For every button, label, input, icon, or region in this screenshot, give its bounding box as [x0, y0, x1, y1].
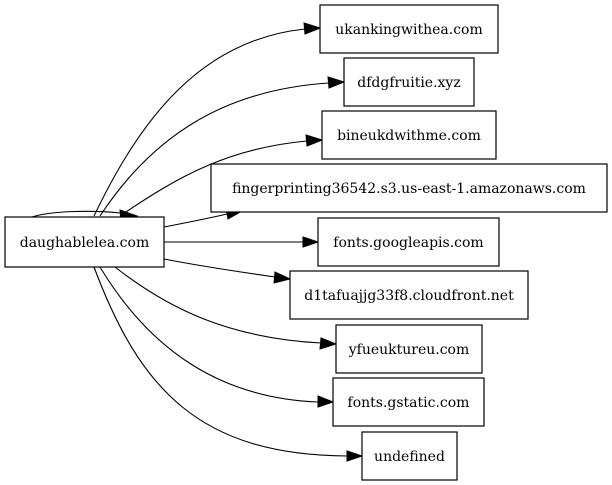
- edge-to-ukankingwithea-arrowhead: [303, 22, 322, 35]
- node-fingerprinting[interactable]: fingerprinting36542.s3.us-east-1.amazona…: [210, 163, 608, 213]
- edge-self-loop: [31, 210, 121, 218]
- edge-to-ukankingwithea: [93, 28, 306, 217]
- node-daughablelea[interactable]: daughablelea.com: [4, 216, 165, 268]
- node-label: fingerprinting36542.s3.us-east-1.amazona…: [232, 181, 586, 197]
- edge-to-fingerprinting: [163, 213, 228, 228]
- node-label: ukankingwithea.com: [335, 22, 483, 38]
- node-label: fonts.googleapis.com: [333, 235, 483, 251]
- edge-to-yfueuktureu-arrowhead: [319, 337, 338, 350]
- edge-to-undefined-arrowhead: [346, 450, 364, 462]
- node-bineukdwithme[interactable]: bineukdwithme.com: [321, 110, 497, 160]
- node-yfueuktureu[interactable]: yfueuktureu.com: [335, 324, 483, 374]
- node-label: undefined: [374, 449, 445, 465]
- node-label: dfdgfruitie.xyz: [357, 75, 460, 91]
- node-label: d1tafuajjg33f8.cloudfront.net: [304, 288, 514, 304]
- node-fonts-googleapis[interactable]: fonts.googleapis.com: [317, 217, 500, 267]
- node-undefined[interactable]: undefined: [361, 431, 458, 481]
- edge-to-cloudfront-arrowhead: [273, 271, 292, 284]
- node-label: bineukdwithme.com: [337, 128, 481, 144]
- node-fonts-gstatic[interactable]: fonts.gstatic.com: [332, 377, 485, 427]
- edge-to-dfdgfruitie-arrowhead: [327, 76, 346, 89]
- edge-to-cloudfront: [163, 258, 276, 278]
- edge-to-bineukdwithme-arrowhead: [305, 134, 324, 147]
- node-label: fonts.gstatic.com: [348, 395, 470, 411]
- node-label: daughablelea.com: [20, 235, 149, 251]
- edge-to-dfdgfruitie: [99, 82, 330, 217]
- edge-to-undefined: [93, 266, 348, 457]
- edge-to-fonts-gstatic-arrowhead: [317, 395, 335, 408]
- node-label: yfueuktureu.com: [348, 342, 470, 358]
- nodes: daughablelea.com ukankingwithea.com dfdg…: [4, 4, 608, 481]
- node-dfdgfruitie[interactable]: dfdgfruitie.xyz: [343, 57, 475, 107]
- node-ukankingwithea[interactable]: ukankingwithea.com: [319, 4, 499, 54]
- edge-to-bineukdwithme: [119, 140, 308, 217]
- edge-to-fonts-gstatic: [99, 266, 319, 403]
- edge-to-yfueuktureu: [114, 266, 322, 344]
- edge-to-fonts-googleapis-arrowhead: [302, 236, 320, 248]
- node-cloudfront[interactable]: d1tafuajjg33f8.cloudfront.net: [289, 270, 529, 320]
